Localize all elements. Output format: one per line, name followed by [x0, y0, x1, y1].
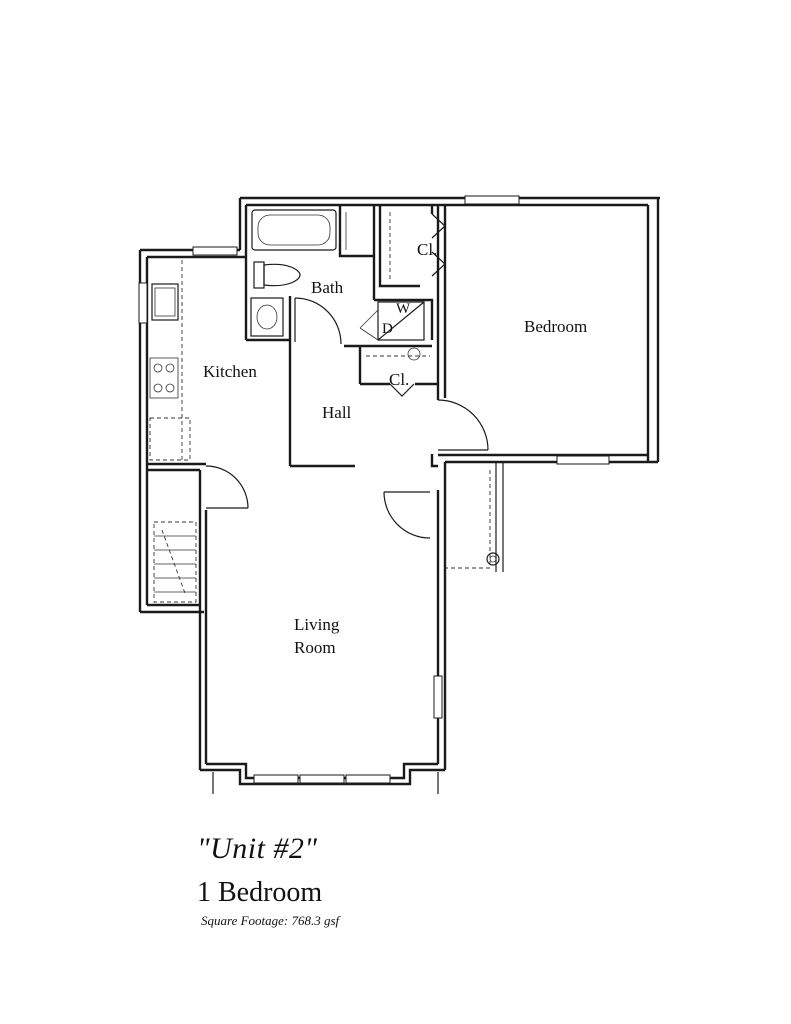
windows — [138, 195, 610, 784]
unit-bedroom-count: 1 Bedroom — [197, 877, 323, 908]
exterior-walls — [138, 196, 660, 794]
interior-walls — [246, 205, 447, 468]
room-labels: Bath Cl. Bedroom W D Kitchen Cl. Hall Li… — [203, 240, 587, 657]
unit-title: "Unit #2" — [197, 832, 318, 865]
label-kitchen: Kitchen — [203, 362, 257, 381]
label-bedroom: Bedroom — [524, 317, 587, 336]
label-bath: Bath — [311, 278, 344, 297]
label-dryer: D — [382, 321, 393, 337]
label-living-line1: Living — [294, 615, 340, 634]
stairs — [153, 521, 197, 603]
fixtures — [149, 209, 504, 770]
doors — [205, 213, 489, 539]
square-footage: Square Footage: 768.3 gsf — [201, 913, 340, 928]
label-washer: W — [396, 301, 411, 317]
label-living-line2: Room — [294, 638, 336, 657]
label-closet-upper: Cl. — [417, 240, 437, 259]
label-closet-hall: Cl. — [389, 370, 409, 389]
label-hall: Hall — [322, 403, 352, 422]
